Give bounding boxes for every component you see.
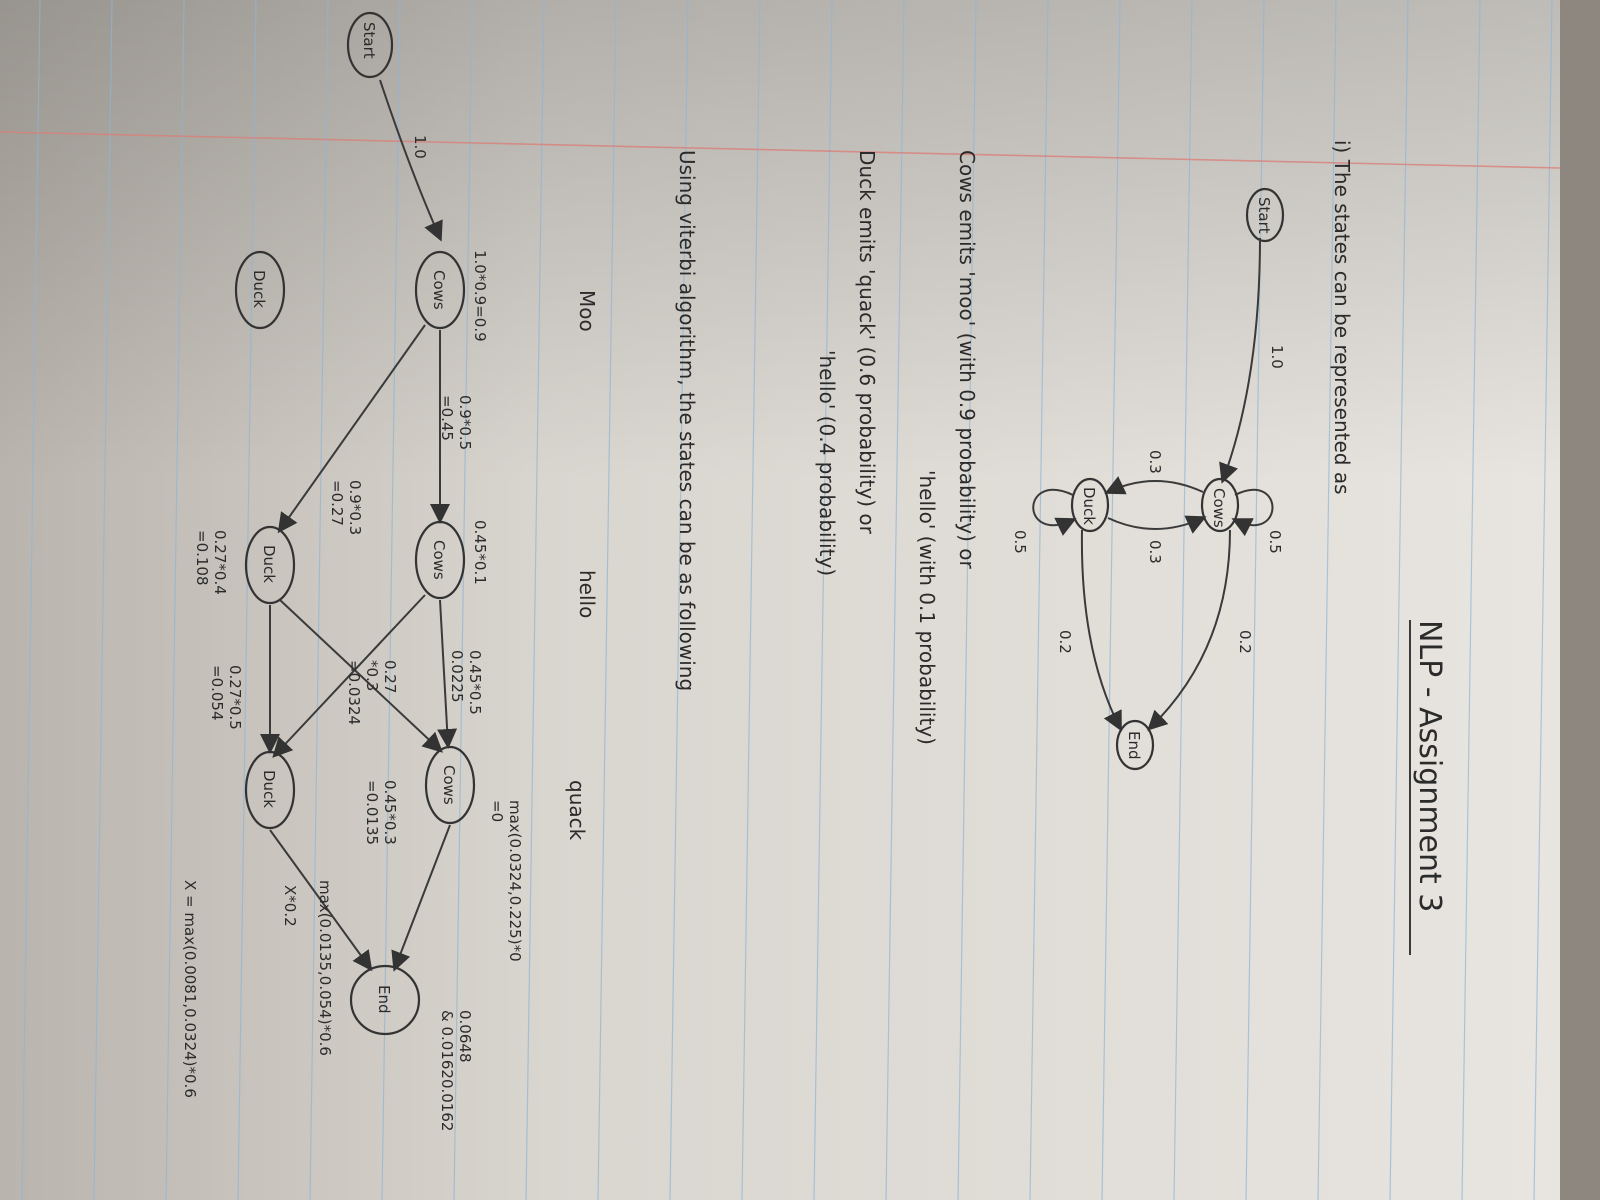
ruled-line	[1101, 0, 1121, 1200]
ruled-line	[453, 0, 473, 1200]
edge-start-cows	[1219, 237, 1261, 484]
margin-line	[0, 131, 1561, 169]
ruled-line	[309, 0, 329, 1200]
ruled-line	[885, 0, 905, 1200]
ruled-line	[669, 0, 689, 1200]
edge-cows-duck	[1104, 476, 1204, 495]
page-title: NLP - Assignment 3	[1412, 620, 1447, 912]
calc-duck3: max(0.0135,0.054)*0.6	[316, 880, 334, 1056]
edge-cows-self	[1231, 488, 1274, 537]
calc-c2d3: 0.45*0.3=0.0135	[363, 780, 399, 845]
ruled-lines	[21, 0, 1553, 1200]
edge-c3-end	[391, 824, 451, 972]
calc-cows3: max(0.0324,0.225)*0=0	[488, 800, 524, 962]
ruled-line	[93, 0, 113, 1200]
duck-emits-line: Duck emits 'quack' (0.6 probability) or	[855, 150, 879, 535]
ruled-line	[741, 0, 761, 1200]
trellis-start-label: Start	[360, 22, 378, 59]
trellis-cows-2-label: Cows	[430, 540, 448, 580]
ruled-line	[1173, 0, 1193, 1200]
calc-x-eq: X = max(0.0081,0.0324)*0.6	[181, 880, 199, 1098]
edge-duck-self-label: 0.5	[1011, 530, 1029, 554]
ruled-line	[381, 0, 401, 1200]
q1-intro: i) The states can be represented as	[1330, 140, 1354, 495]
trellis-diagram: Start 1.0 Moo hello quack Cows Duck Cows…	[181, 11, 599, 1131]
diagram-node-end-label: End	[1125, 731, 1143, 760]
ruled-line	[1317, 0, 1337, 1200]
calc-c2c3: 0.45*0.50.0225	[448, 650, 484, 715]
ruled-line	[525, 0, 545, 1200]
edge-start-cows-label: 1.0	[1268, 345, 1286, 369]
state-diagram: Start Cows Duck End 1.0 0.5 0.3 0.3 0.5 …	[1011, 187, 1286, 771]
diagram-node-start-label: Start	[1255, 197, 1273, 234]
calc-d2d3: 0.27*0.5=0.054	[208, 665, 244, 730]
trellis-cows-1	[414, 250, 466, 330]
ruled-line	[1533, 0, 1553, 1200]
trellis-duck-2	[244, 525, 296, 605]
ruled-line	[1389, 0, 1409, 1200]
ruled-line	[21, 0, 41, 1200]
calc-end-right: 0.0648& 0.01620.0162	[438, 1010, 474, 1131]
edge-c2-c3	[437, 599, 458, 749]
trellis-cows-1-label: Cows	[430, 270, 448, 310]
calc-cows1: 1.0*0.9=0.9	[471, 250, 489, 342]
duck-emits-line-2: 'hello' (0.4 probability)	[815, 350, 839, 576]
calc-d2c3: 0.27*0.3=0.0324	[345, 660, 399, 725]
diagram-node-duck-label: Duck	[1080, 487, 1098, 525]
edge-d3-end	[269, 829, 373, 972]
viterbi-intro: Using viterbi algorithm, the states can …	[675, 150, 699, 691]
cows-emits-line: Cows emits 'moo' (with 0.9 probability) …	[955, 150, 979, 569]
trellis-cows-3-label: Cows	[440, 765, 458, 805]
edge-d2-c3	[279, 599, 443, 753]
cows-emits-line-2: 'hello' (with 0.1 probability)	[915, 470, 939, 745]
trellis-duck-1-label: Duck	[250, 270, 268, 308]
edge-duck-end	[1080, 529, 1122, 732]
ruled-line	[165, 0, 185, 1200]
edge-cows-duck-label: 0.3	[1146, 450, 1164, 474]
col-header-moo: Moo	[575, 290, 599, 332]
col-header-quack: quack	[565, 780, 589, 841]
page-content: NLP - Assignment 3 i) The states can be …	[181, 11, 1447, 1131]
edge-duck-cows	[1107, 515, 1207, 534]
edge-c2-d3	[272, 594, 426, 758]
calc-cows2: 0.45*0.1	[471, 520, 489, 585]
ruled-line	[1461, 0, 1481, 1200]
edge-duck-end-label: 0.2	[1056, 630, 1074, 654]
trellis-start-arrow	[379, 79, 443, 242]
edge-duck-cows-label: 0.3	[1146, 540, 1164, 564]
trellis-start-node	[346, 11, 394, 79]
trellis-duck-1	[234, 250, 286, 330]
trellis-end-label: End	[375, 985, 393, 1014]
table-surface	[1560, 0, 1600, 1200]
ruled-line	[813, 0, 833, 1200]
ruled-line	[957, 0, 977, 1200]
ruled-line	[1245, 0, 1265, 1200]
trellis-duck-3-label: Duck	[260, 770, 278, 808]
ruled-line	[237, 0, 257, 1200]
trellis-duck-2-label: Duck	[260, 545, 278, 583]
diagram-node-duck	[1070, 477, 1110, 533]
trellis-end	[349, 964, 421, 1036]
diagram-node-start	[1245, 187, 1285, 243]
calc-duck2: 0.27*0.4=0.108	[193, 530, 229, 595]
edge-cows-end-label: 0.2	[1236, 630, 1254, 654]
ruled-line	[597, 0, 617, 1200]
calc-c1d2: 0.9*0.3=0.27	[328, 480, 364, 535]
edge-c1-d2	[277, 324, 426, 534]
edge-cows-self-label: 0.5	[1266, 530, 1284, 554]
trellis-start-arrow-label: 1.0	[411, 135, 429, 159]
diagram-node-cows-label: Cows	[1210, 488, 1228, 528]
shadow-overlay	[0, 0, 1560, 1200]
calc-c1c2: 0.9*0.5=0.45	[438, 395, 474, 450]
edge-cows-end	[1147, 529, 1231, 731]
diagram-node-end	[1115, 719, 1155, 771]
edge-duck-self	[1032, 488, 1077, 536]
calc-to-end: X*0.2	[281, 885, 299, 927]
ruled-line	[1029, 0, 1049, 1200]
col-header-hello: hello	[575, 570, 599, 618]
